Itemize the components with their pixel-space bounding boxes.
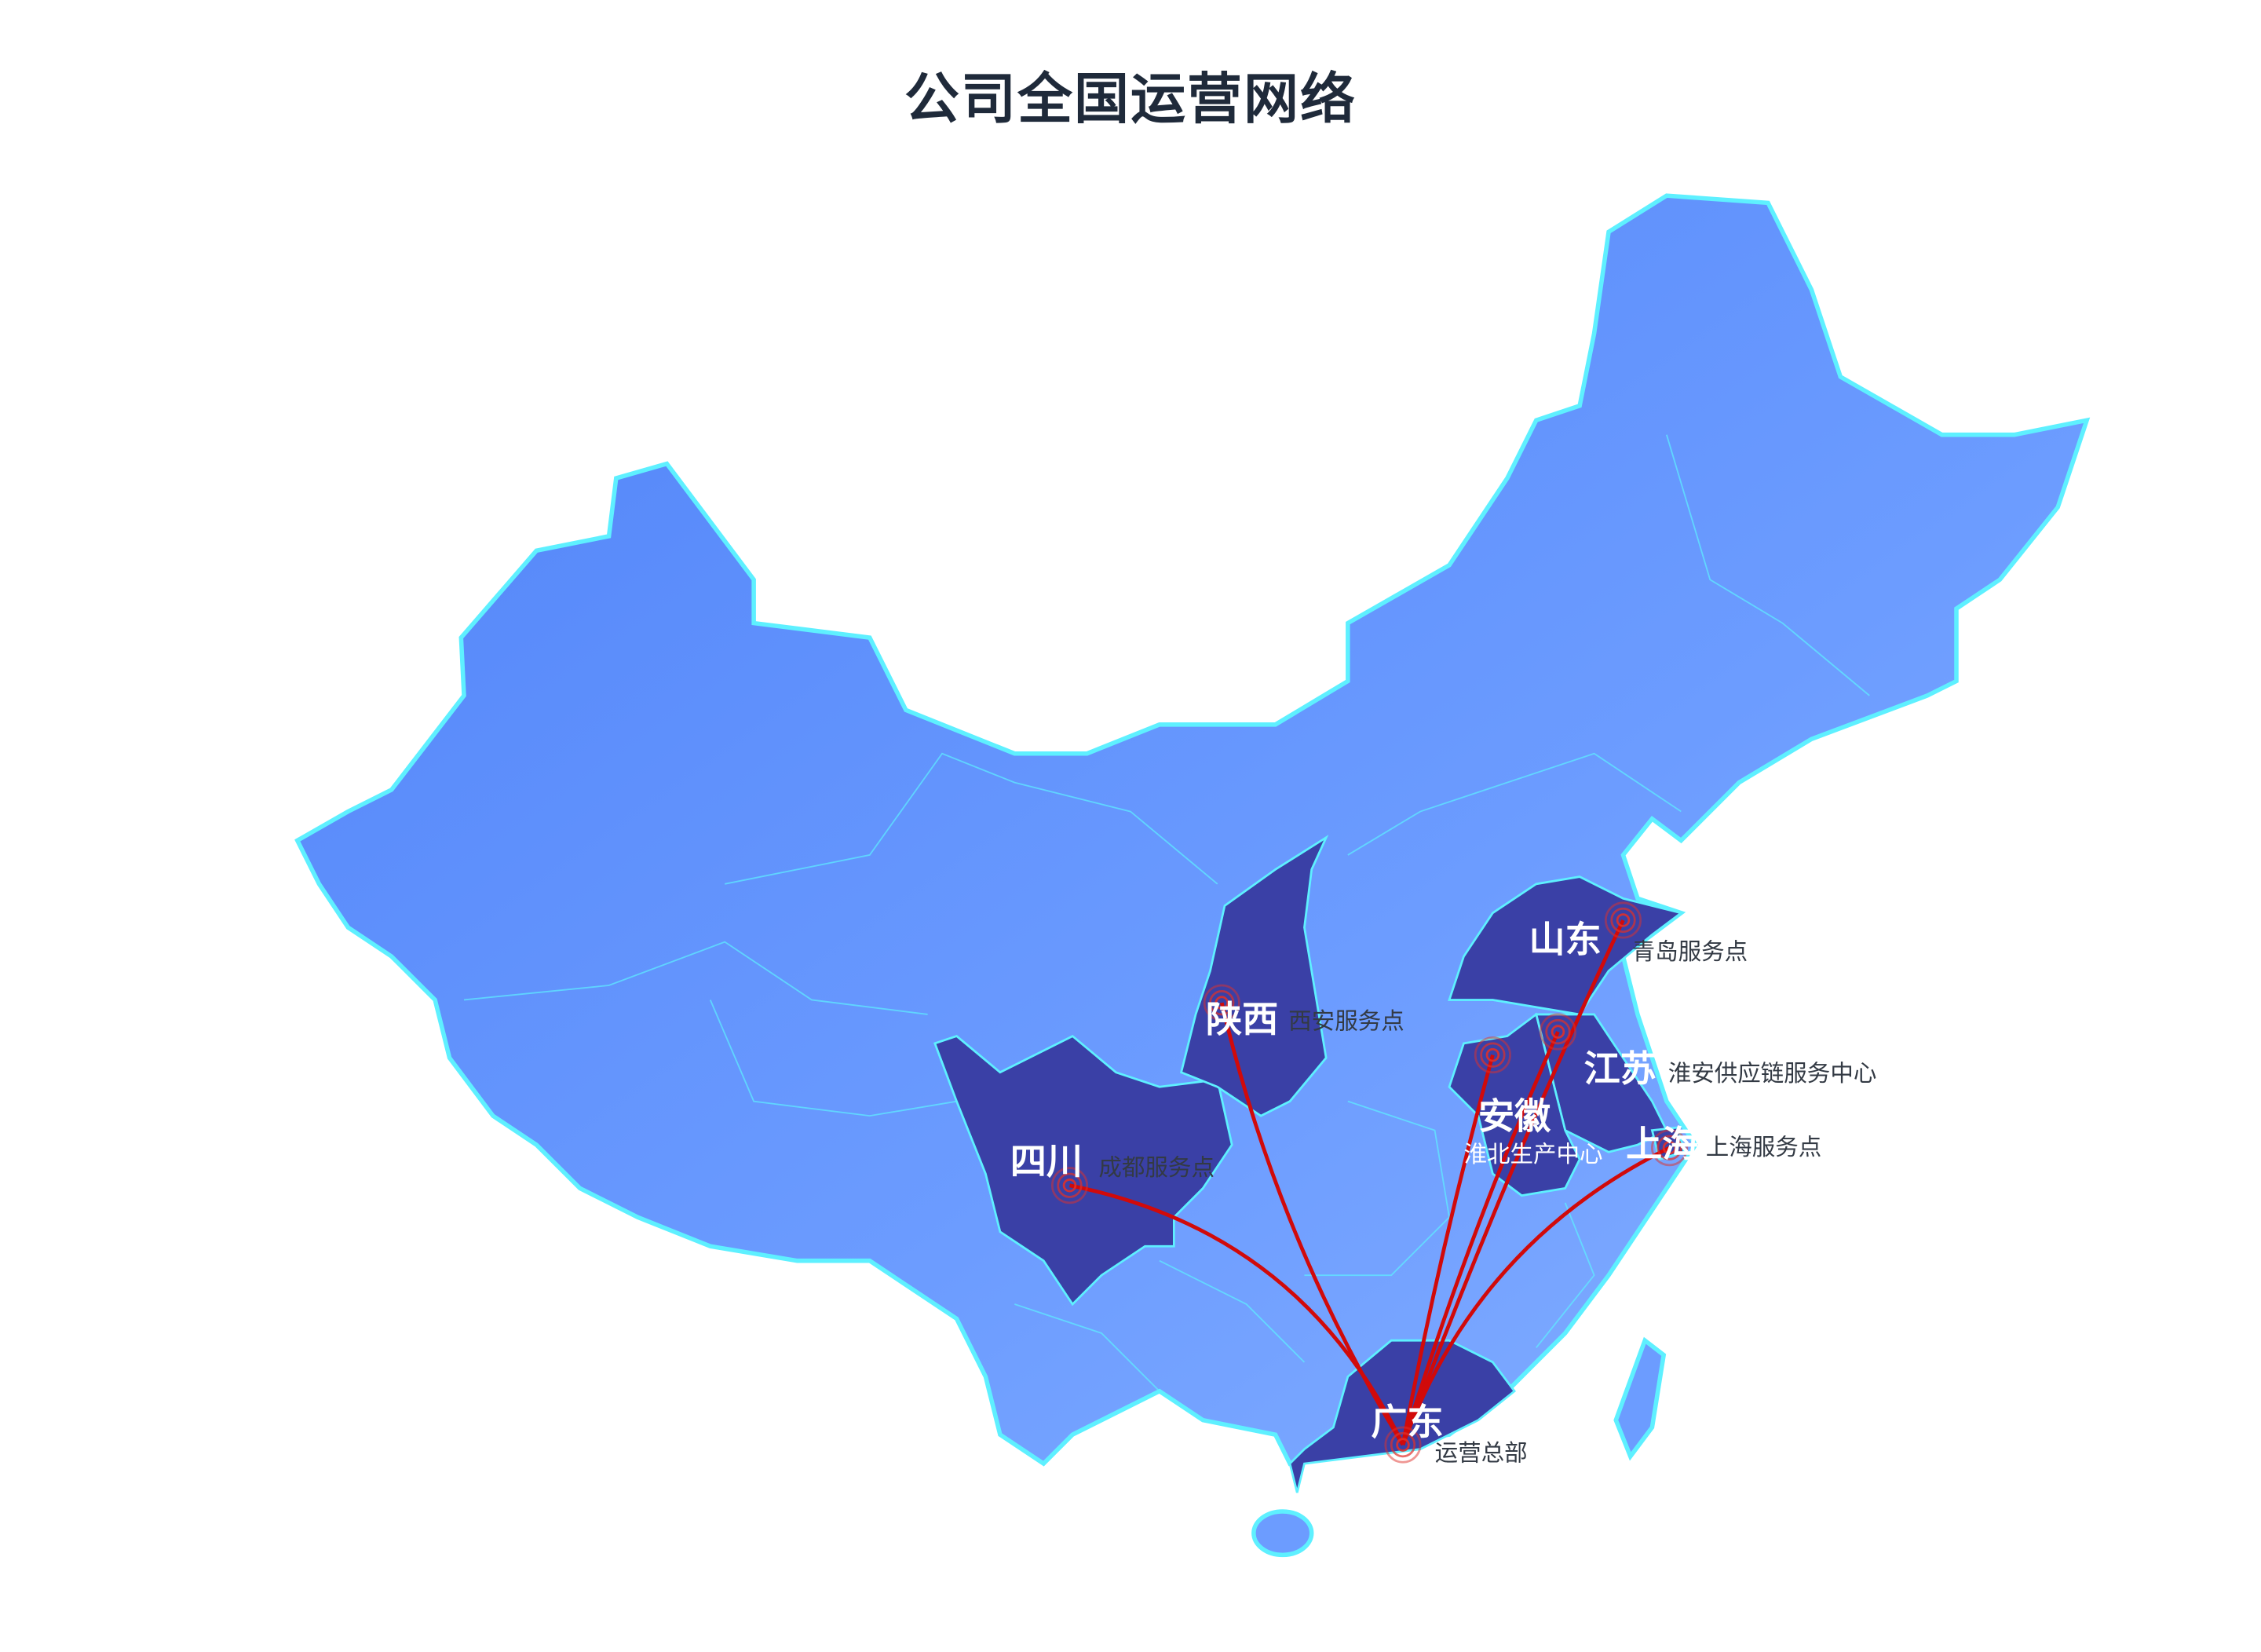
route-huaibei: [1401, 1054, 1495, 1446]
ripple-ring: [1203, 984, 1240, 1022]
ripple-ring: [1662, 1140, 1677, 1155]
province-label-shandong: 山东: [1529, 919, 1602, 961]
province-label-jiangsu: 江苏: [1584, 1047, 1656, 1090]
taiwan[interactable]: [1613, 1336, 1667, 1461]
ripple-ring: [1050, 1167, 1089, 1204]
point-label-xian: 西安服务点: [1288, 1007, 1404, 1034]
ripple-ring: [1656, 1135, 1682, 1160]
country-outline: [294, 193, 2091, 1558]
marker-huaibei[interactable]: [1474, 1036, 1511, 1074]
ripple-ring: [1215, 996, 1229, 1010]
ripple-ring: [1539, 1013, 1576, 1051]
ripple-ring: [1209, 990, 1235, 1016]
china-mainland[interactable]: [294, 193, 2091, 1467]
route-huaian: [1401, 1031, 1560, 1446]
province-label-guangdong: 广东: [1371, 1401, 1443, 1443]
province-shaanxi[interactable]: [1179, 835, 1329, 1117]
province-shandong[interactable]: [1448, 875, 1684, 1016]
point-label-qingdao: 青岛服务点: [1632, 938, 1748, 965]
ripple-ring: [1485, 1047, 1500, 1062]
ripple-ring: [1396, 1438, 1410, 1452]
ripple-ring: [1474, 1036, 1511, 1074]
hainan[interactable]: [1251, 1509, 1314, 1558]
point-label-huaian: 淮安供应链服务中心: [1668, 1060, 1877, 1087]
province-guangdong[interactable]: [1288, 1339, 1517, 1493]
ripple-ring: [1480, 1042, 1506, 1068]
province-label-sichuan: 四川: [1010, 1140, 1083, 1182]
point-label-chengdu: 成都服务点: [1098, 1154, 1215, 1181]
ripple-ring: [1384, 1426, 1422, 1464]
province-label-shaanxi: 陕西: [1206, 998, 1278, 1040]
ripple-ring: [1390, 1431, 1416, 1458]
point-label-huaibei: 淮北生产中心: [1463, 1141, 1602, 1168]
ripple-ring: [1604, 901, 1642, 939]
ripple-ring: [1551, 1025, 1565, 1039]
page-title: 公司全国运营网络: [904, 67, 1357, 131]
marker-chengdu[interactable]: [1050, 1167, 1089, 1204]
marker-xian[interactable]: [1203, 984, 1240, 1022]
ripple-ring: [1610, 907, 1636, 934]
ripple-ring: [1651, 1129, 1689, 1167]
marker-shanghai[interactable]: [1651, 1129, 1689, 1167]
province-label-anhui: 安徽: [1478, 1095, 1551, 1138]
route-qingdao: [1401, 919, 1625, 1446]
route-shanghai: [1401, 1146, 1671, 1446]
ripple-ring: [1616, 913, 1631, 927]
ripple-ring: [1062, 1178, 1077, 1193]
ripple-ring: [1057, 1172, 1083, 1198]
point-label-hq: 运营总部: [1435, 1439, 1528, 1466]
point-label-shanghai: 上海服务点: [1706, 1134, 1822, 1160]
marker-huaian[interactable]: [1539, 1013, 1576, 1051]
province-label-shanghai: 上海: [1626, 1123, 1698, 1165]
ripple-ring: [1545, 1018, 1571, 1045]
route-xian: [1219, 1002, 1405, 1446]
marker-qingdao[interactable]: [1604, 901, 1642, 939]
marker-hq[interactable]: [1384, 1426, 1422, 1464]
province-borders: [463, 434, 1870, 1392]
